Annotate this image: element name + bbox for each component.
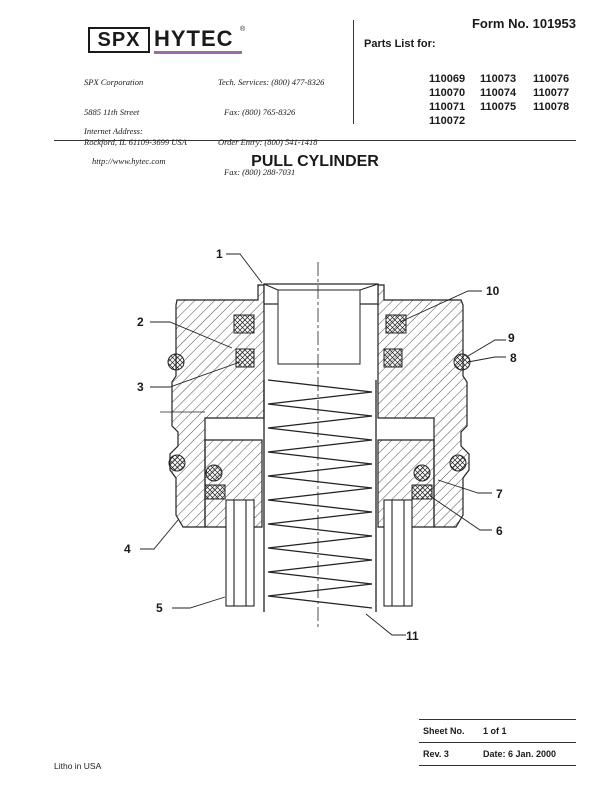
tech-fax: Fax: (800) 765-8326 [224,107,296,117]
sheet-info-table: Sheet No. 1 of 1 Rev. 3 Date: 6 Jan. 200… [419,719,576,766]
header-divider [353,20,354,124]
tech-services: Tech. Services: (800) 477-8326 [218,77,325,87]
callout-1: 1 [216,247,223,261]
callout-5: 5 [156,601,163,615]
sheet-label: Sheet No. [423,726,465,736]
contact-numbers: Tech. Services: (800) 477-8326 Fax: (800… [218,57,324,187]
piston [263,283,379,365]
spring [263,379,377,612]
logo-underline [154,51,242,54]
part-number: 110070 [429,87,466,99]
sheet-row: Sheet No. 1 of 1 [419,719,576,742]
date-label: Date: 6 Jan. 2000 [483,749,557,759]
part-number: 110075 [480,101,517,113]
page-title: PULL CYLINDER [251,153,379,170]
callout-6: 6 [496,524,503,538]
form-number: Form No. 101953 [471,16,576,31]
company-city: Rockford, IL 61109-3699 USA [84,137,187,147]
callout-4: 4 [124,542,131,556]
callout-8: 8 [510,351,517,365]
rev-label: Rev. 3 [423,749,449,759]
part-number: 110073 [480,73,517,85]
bolts [225,499,413,607]
callout-3: 3 [137,380,144,394]
right-body-section [377,284,470,528]
callout-10: 10 [486,284,500,298]
part-number: 110074 [480,87,517,99]
callout-7: 7 [496,487,503,501]
rev-row: Rev. 3 Date: 6 Jan. 2000 [419,742,576,766]
o-rings [167,353,471,482]
order-fax: Fax: (800) 288-7031 [224,167,296,177]
parts-list-label: Parts List for: [364,38,436,50]
order-entry: Order Entry: (800) 541-1418 [218,137,318,147]
seals [204,314,433,500]
callout-9: 9 [508,331,515,345]
part-number: 110071 [429,101,466,113]
header-rule [54,140,576,141]
litho-note: Litho in USA [54,761,102,771]
part-number: 110069 [429,73,466,85]
sheet-value: 1 of 1 [483,726,507,736]
callout-11: 11 [406,629,419,643]
part-number-list: 110069 110073 110076 110070 110074 110077 1100… [429,72,583,128]
part-number: 110078 [533,101,570,113]
company-name: SPX Corporation [84,77,144,87]
leader-lines [140,253,506,636]
part-number: 110072 [429,115,466,127]
registered-mark: ® [240,26,246,33]
part-number: 110076 [533,73,570,85]
callout-2: 2 [137,315,144,329]
company-street: 5885 11th Street [84,107,140,117]
company-address: SPX Corporation 5885 11th Street Rockfor… [84,57,187,157]
internet-label: Internet Address: [84,126,143,136]
internet-url[interactable]: http://www.hytec.com [92,156,166,166]
internet-block: Internet Address: http://www.hytec.com [84,106,166,176]
logo-hytec: HYTEC [154,26,234,51]
part-number: 110077 [533,87,570,99]
logo-spx: SPX [88,27,150,53]
